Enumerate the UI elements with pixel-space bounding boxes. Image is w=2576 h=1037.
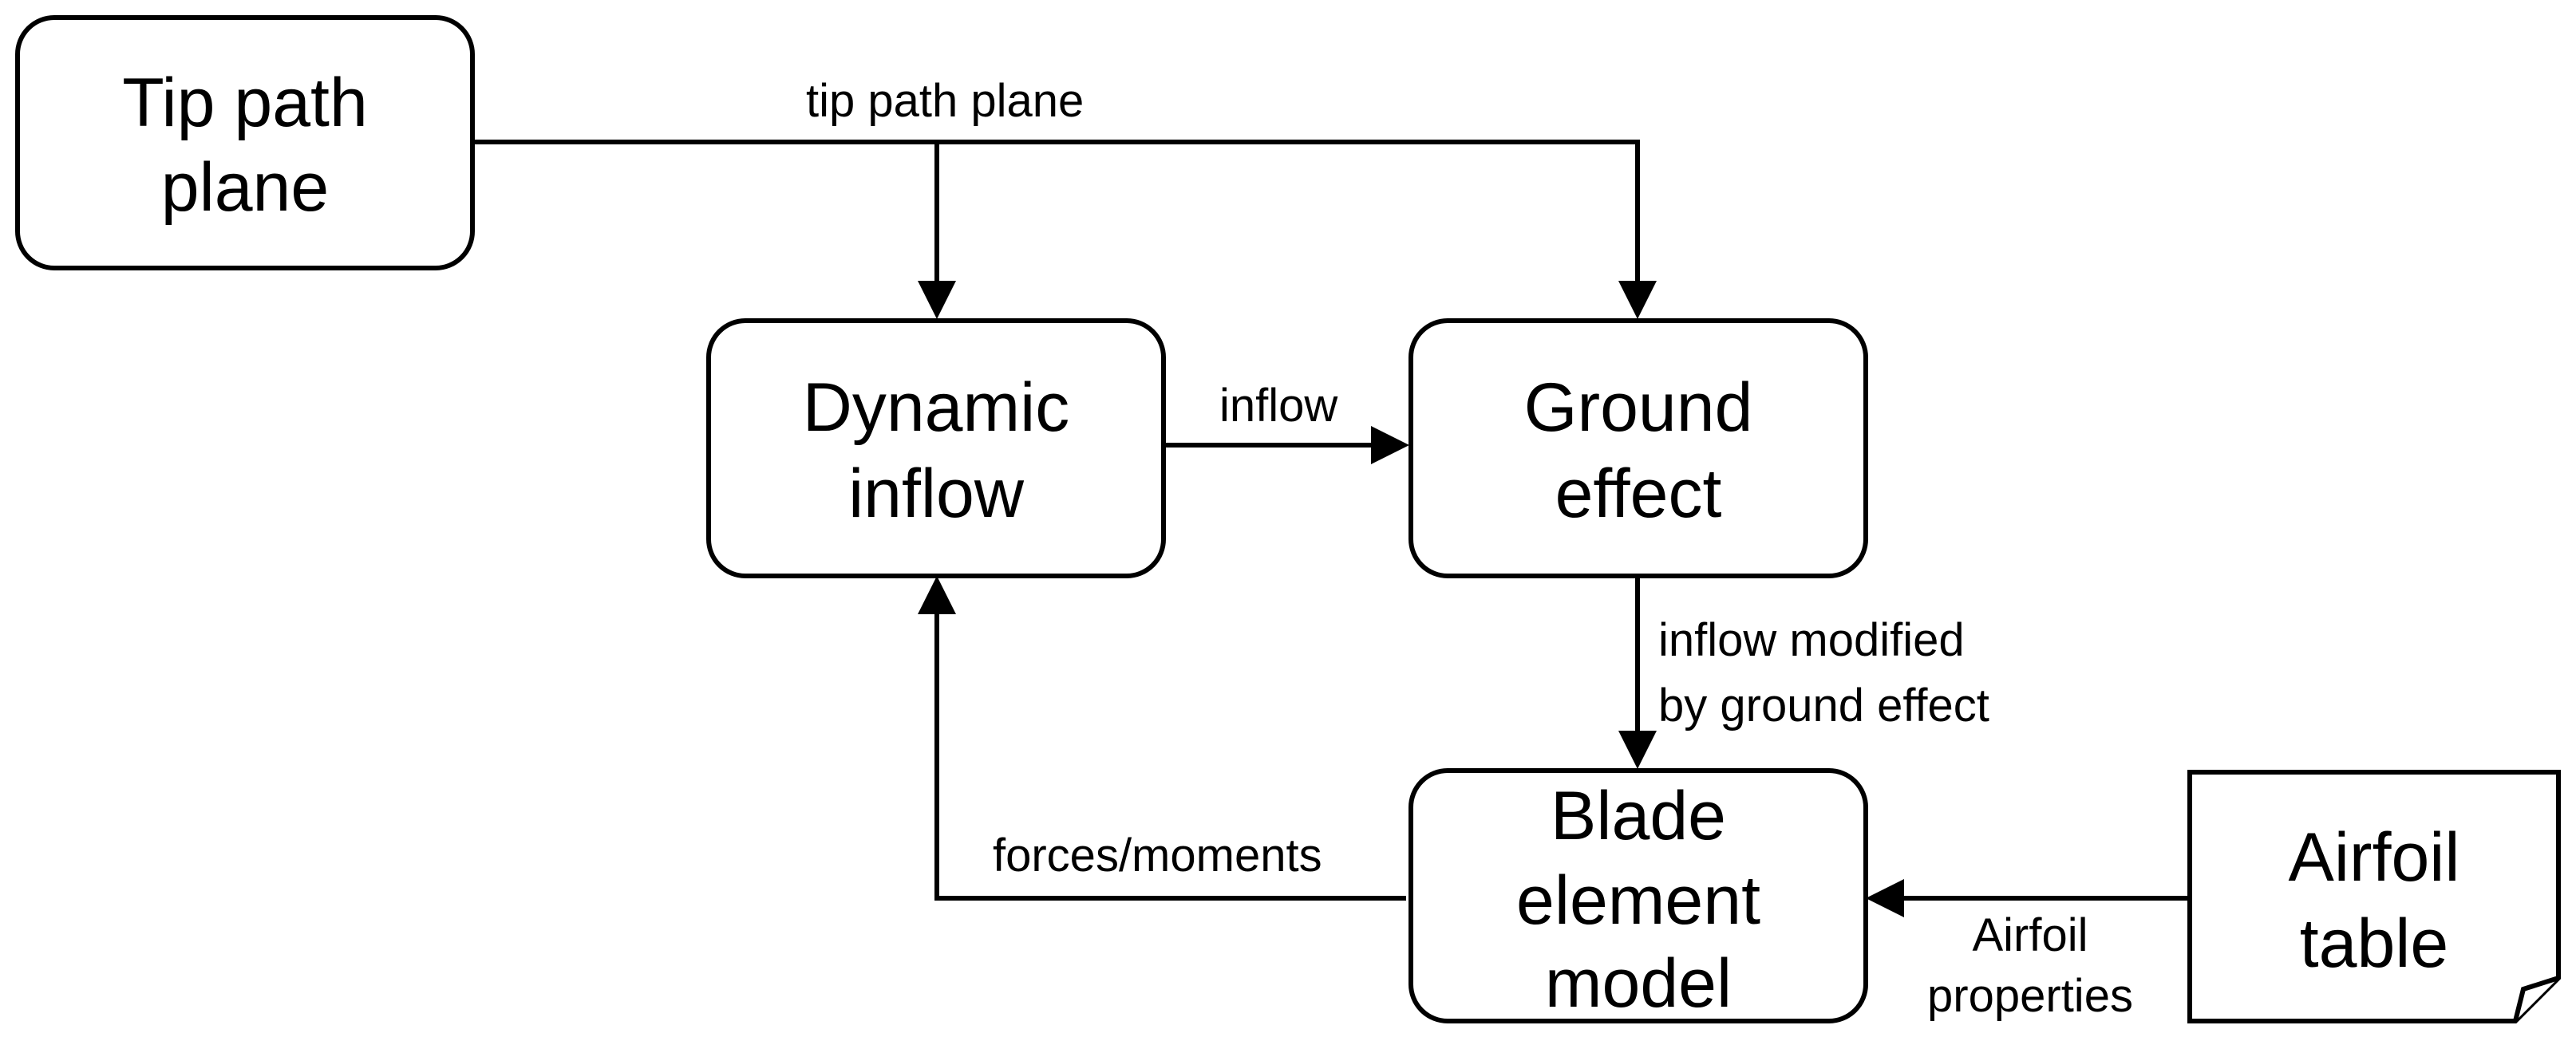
edges [474, 140, 2190, 917]
folded-corner-icon [2513, 976, 2559, 1022]
edge-label-inflow-modified-line2: by ground effect [1658, 680, 1989, 731]
node-airfoil-table-line2: table [2300, 905, 2449, 982]
node-dynamic-inflow: Dynamic inflow [706, 318, 1166, 578]
node-airfoil-table: Airfoil table [2187, 770, 2561, 1023]
node-blade-element-model: Blade element model [1409, 768, 1868, 1023]
node-dynamic-inflow-line2: inflow [848, 455, 1025, 532]
node-dynamic-inflow-line1: Dynamic [803, 369, 1070, 446]
node-blade-element-model-line2: element [1516, 862, 1760, 939]
node-tip-path-plane-line1: Tip path [122, 65, 368, 141]
node-ground-effect: Ground effect [1409, 318, 1868, 578]
node-ground-effect-line1: Ground [1524, 369, 1753, 446]
node-blade-element-model-line3: model [1545, 945, 1732, 1022]
edge-label-tip-path-plane: tip path plane [806, 75, 1084, 127]
edge-label-inflow: inflow [1219, 380, 1338, 432]
edge-label-forces-moments: forces/moments [993, 830, 1322, 881]
node-blade-element-model-line1: Blade [1551, 778, 1726, 854]
edge-label-airfoil-properties-line1: Airfoil [1972, 909, 2088, 961]
node-ground-effect-line2: effect [1555, 455, 1722, 532]
node-tip-path-plane: Tip path plane [15, 15, 475, 270]
edge-forces-moments [918, 576, 1406, 901]
edge-label-inflow-modified-line1: inflow modified [1658, 614, 1965, 666]
node-tip-path-plane-line2: plane [161, 149, 329, 226]
edge-labels: tip path plane inflow inflow modified by… [806, 75, 2133, 1022]
edge-tip-path-plane-to-ground-effect [474, 140, 1657, 319]
node-airfoil-table-line1: Airfoil [2288, 819, 2459, 896]
edge-label-airfoil-properties-line2: properties [1927, 970, 2133, 1022]
